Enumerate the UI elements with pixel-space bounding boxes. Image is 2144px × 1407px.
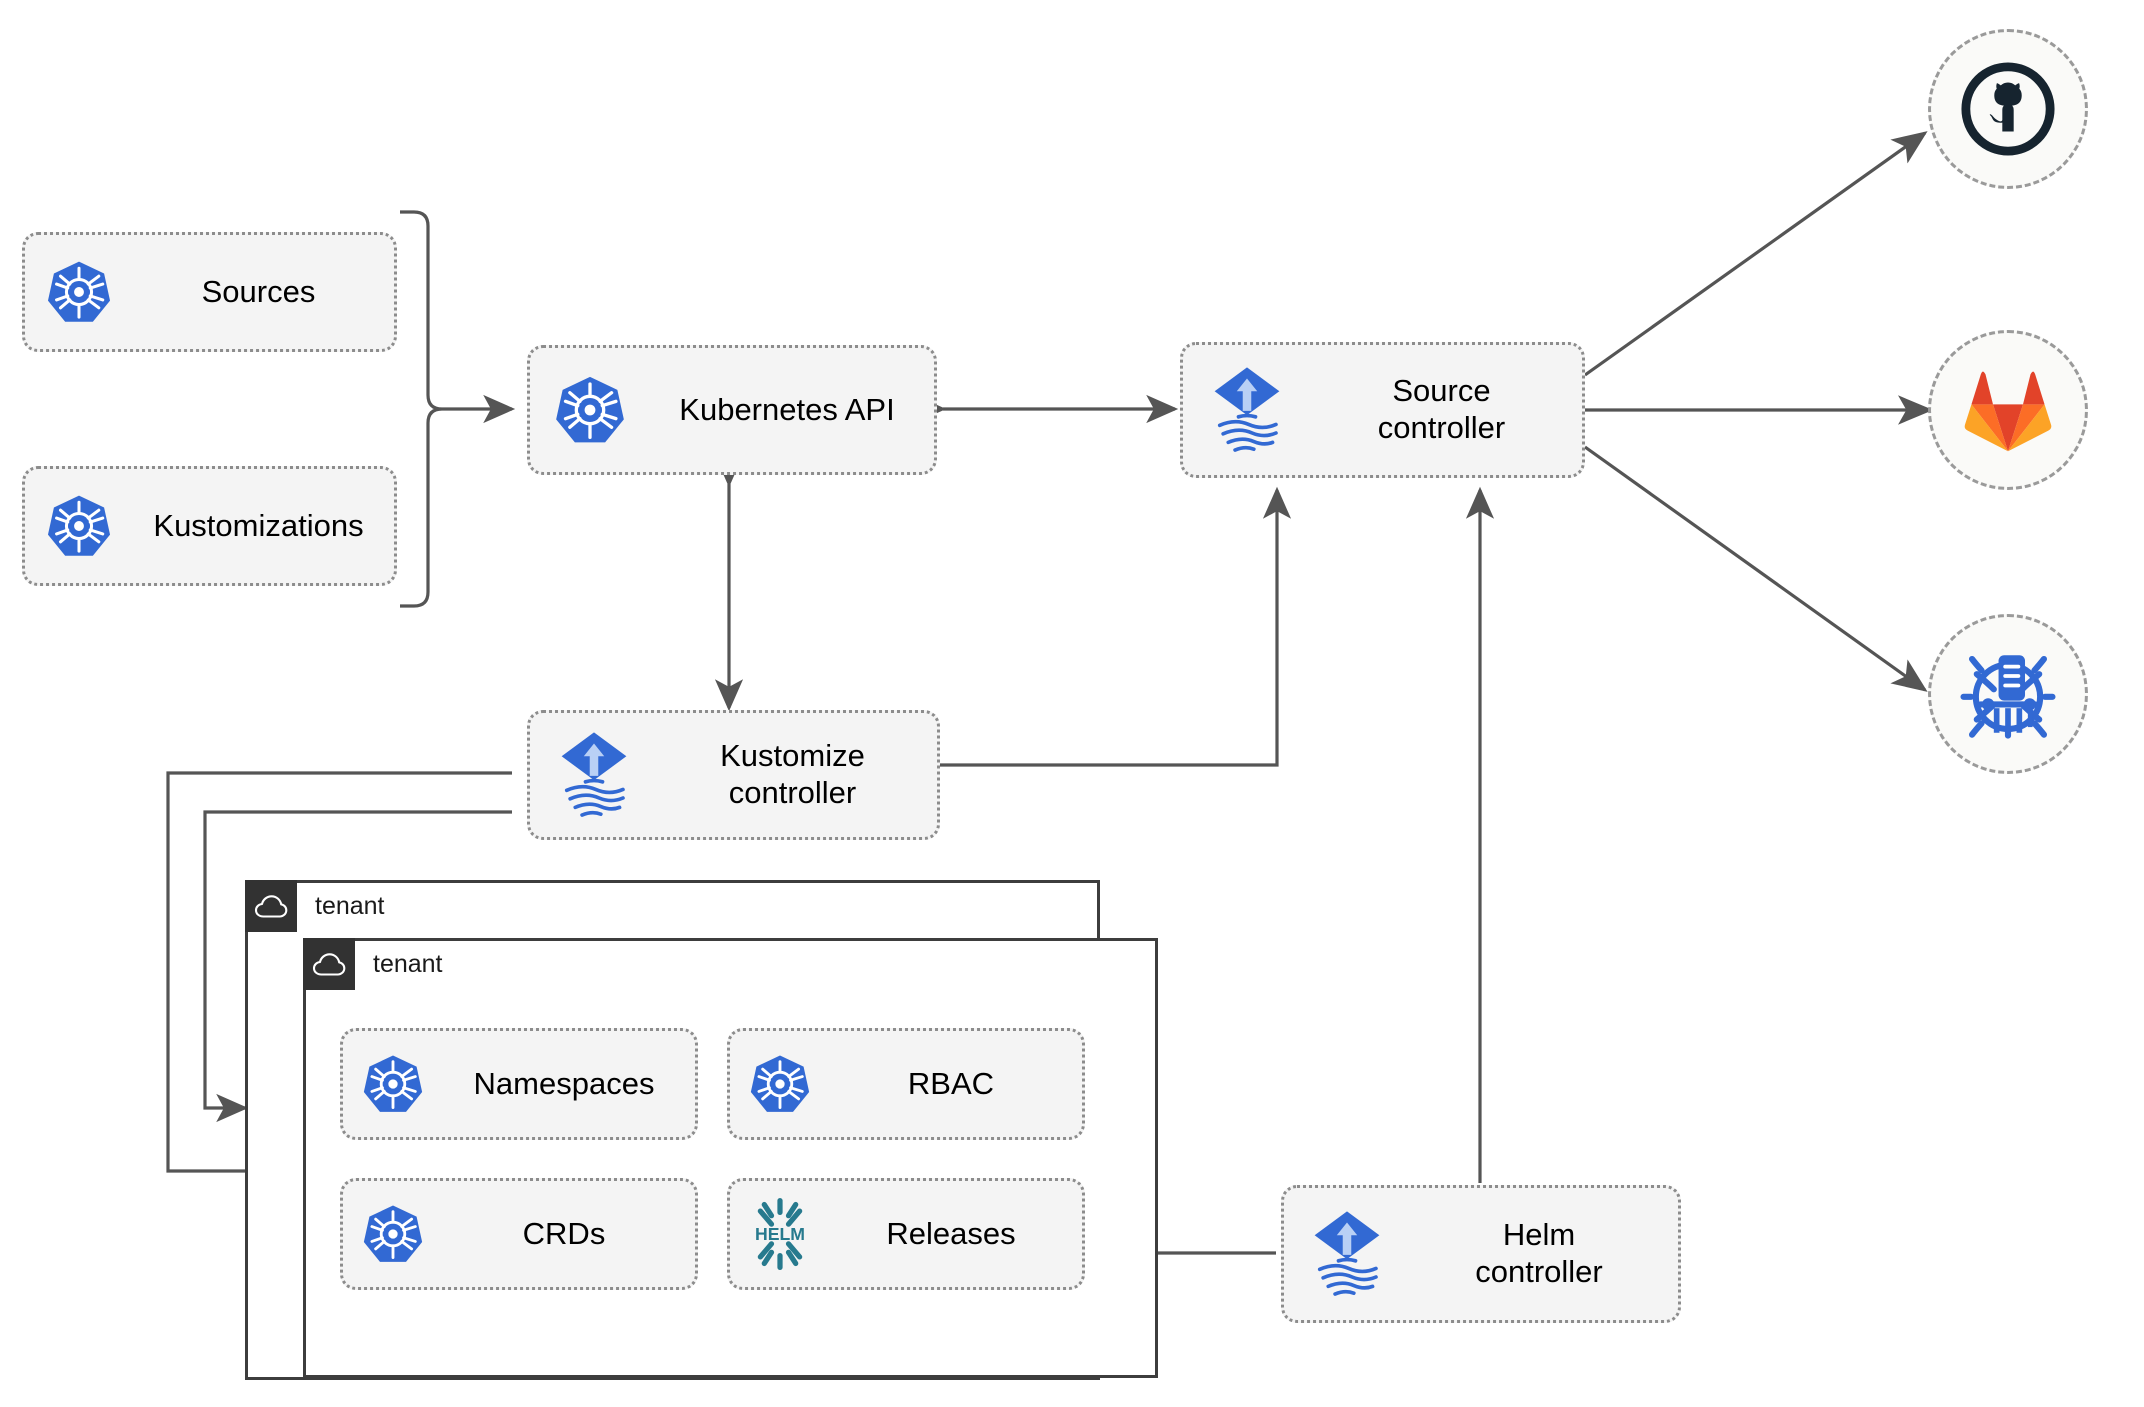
node-namespaces[interactable]: Namespaces [340,1028,698,1140]
kubernetes-icon [530,374,650,446]
tenant-label-front: tenant [373,949,443,978]
helm-repository-icon [1960,655,2056,739]
edge-source-to-github [1584,131,1928,377]
provider-helm-repository[interactable] [1928,614,2088,774]
node-label-helm-controller: Helm controller [1475,1217,1603,1289]
flux-icon [1183,364,1311,456]
node-releases[interactable]: HELM Releases [727,1178,1085,1290]
provider-github[interactable] [1928,29,2088,189]
node-label-source-controller: Source controller [1377,373,1506,445]
tenant-header-back: tenant [245,880,385,932]
kubernetes-icon [25,259,133,325]
node-crds[interactable]: CRDs [340,1178,698,1290]
node-label-crds: CRDs [522,1215,606,1251]
node-sources[interactable]: Sources [22,232,397,352]
tenant-container-front[interactable]: tenant [303,938,1158,1378]
node-source-controller[interactable]: Source controller [1180,342,1585,478]
flux-icon [1284,1208,1410,1300]
node-helm-controller[interactable]: Helm controller [1281,1185,1681,1323]
tenant-label-back: tenant [315,891,385,920]
kubernetes-icon [730,1053,830,1115]
cloud-icon [245,880,297,932]
node-label-namespaces: Namespaces [473,1065,655,1101]
node-label-sources: Sources [201,273,316,309]
kubernetes-icon [343,1053,443,1115]
node-kustomize-controller[interactable]: Kustomize controller [527,710,940,840]
helm-icon: HELM [730,1198,830,1270]
kubernetes-icon [25,493,133,559]
node-rbac[interactable]: RBAC [727,1028,1085,1140]
node-label-kustomizations: Kustomizations [153,507,364,543]
node-kubernetes-api[interactable]: Kubernetes API [527,345,937,475]
svg-text:HELM: HELM [755,1224,805,1244]
edge-bracket [400,210,443,608]
tenant-header-front: tenant [303,938,443,990]
edge-kustomize-to-source [940,486,1292,767]
node-label-releases: Releases [886,1215,1016,1251]
kubernetes-icon [343,1203,443,1265]
node-label-kubernetes-api: Kubernetes API [679,391,895,427]
edge-source-to-helm-repo [1584,445,1928,692]
gitlab-icon [1964,371,2052,452]
node-label-kustomize-controller: Kustomize controller [720,738,865,810]
flux-icon [530,729,658,821]
node-label-rbac: RBAC [907,1065,995,1101]
provider-gitlab[interactable] [1928,330,2088,490]
github-icon [1961,62,2055,156]
node-kustomizations[interactable]: Kustomizations [22,466,397,586]
cloud-icon [303,938,355,990]
